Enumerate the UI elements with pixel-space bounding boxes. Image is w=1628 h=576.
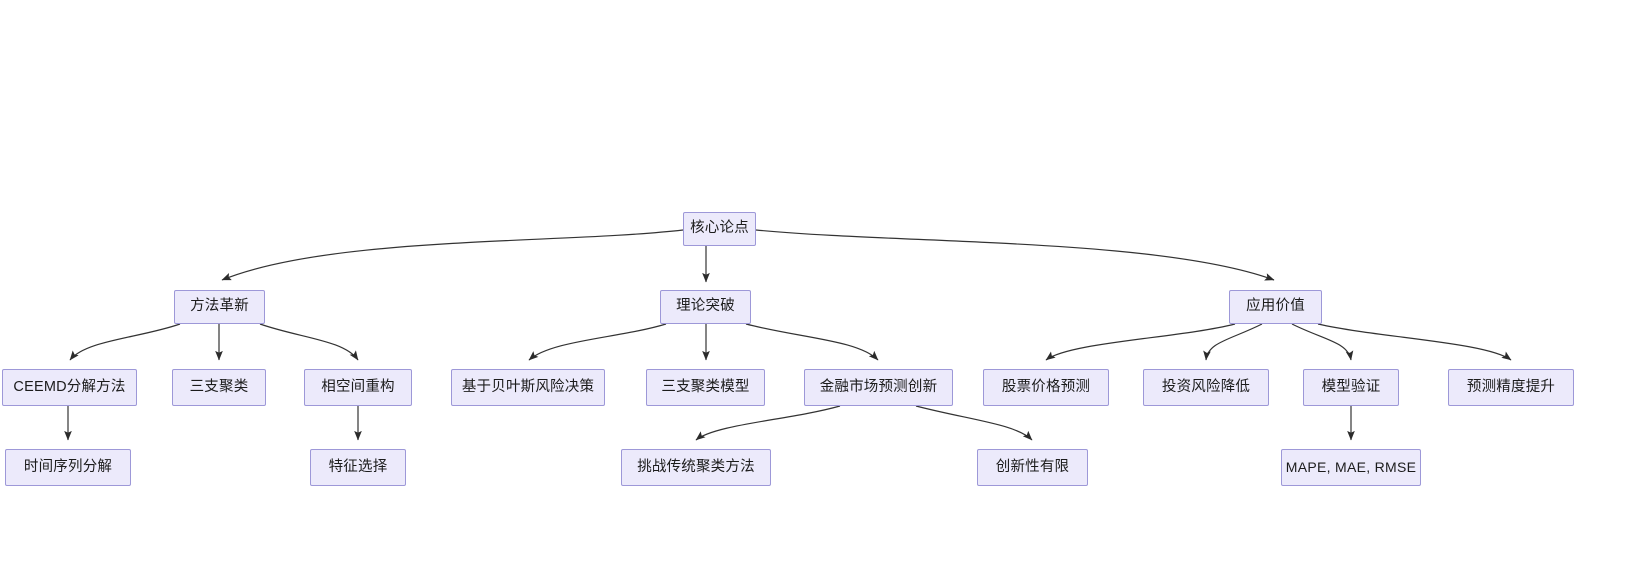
node-label: 创新性有限: [995, 458, 1070, 475]
node-n7[interactable]: 基于贝叶斯风险决策: [451, 369, 605, 406]
node-label: 理论突破: [676, 298, 735, 315]
node-label: 三支聚类模型: [661, 378, 750, 395]
node-n6[interactable]: 相空间重构: [304, 369, 412, 406]
node-label: 模型验证: [1321, 378, 1381, 395]
node-label: 预测精度提升: [1466, 378, 1556, 395]
node-n0[interactable]: 核心论点: [683, 212, 756, 246]
node-label: 核心论点: [690, 220, 749, 237]
node-n9[interactable]: 金融市场预测创新: [804, 369, 953, 406]
node-n16[interactable]: 挑战传统聚类方法: [621, 449, 771, 486]
node-n17[interactable]: 创新性有限: [977, 449, 1088, 486]
node-n2[interactable]: 理论突破: [660, 290, 751, 324]
node-label: CEEMD分解方法: [13, 378, 126, 395]
node-n5[interactable]: 三支聚类: [172, 369, 266, 406]
node-label: 基于贝叶斯风险决策: [461, 378, 595, 395]
node-label: MAPE, MAE, RMSE: [1285, 458, 1417, 475]
node-n10[interactable]: 股票价格预测: [983, 369, 1109, 406]
node-n4[interactable]: CEEMD分解方法: [2, 369, 137, 406]
node-n1[interactable]: 方法革新: [174, 290, 265, 324]
node-label: 时间序列分解: [23, 458, 113, 475]
node-n8[interactable]: 三支聚类模型: [646, 369, 765, 406]
node-label: 方法革新: [190, 298, 249, 315]
node-n15[interactable]: 特征选择: [310, 449, 406, 486]
node-n13[interactable]: 预测精度提升: [1448, 369, 1574, 406]
node-label: 应用价值: [1246, 298, 1305, 315]
node-n14[interactable]: 时间序列分解: [5, 449, 131, 486]
node-label: 相空间重构: [321, 378, 395, 395]
node-label: 金融市场预测创新: [819, 378, 938, 395]
node-n12[interactable]: 模型验证: [1303, 369, 1399, 406]
node-label: 三支聚类: [189, 378, 249, 395]
node-n3[interactable]: 应用价值: [1229, 290, 1322, 324]
node-n11[interactable]: 投资风险降低: [1143, 369, 1269, 406]
node-label: 投资风险降低: [1161, 378, 1251, 395]
node-label: 特征选择: [328, 458, 388, 475]
node-n18[interactable]: MAPE, MAE, RMSE: [1281, 449, 1421, 486]
node-label: 挑战传统聚类方法: [637, 458, 755, 475]
node-label: 股票价格预测: [1001, 378, 1091, 395]
